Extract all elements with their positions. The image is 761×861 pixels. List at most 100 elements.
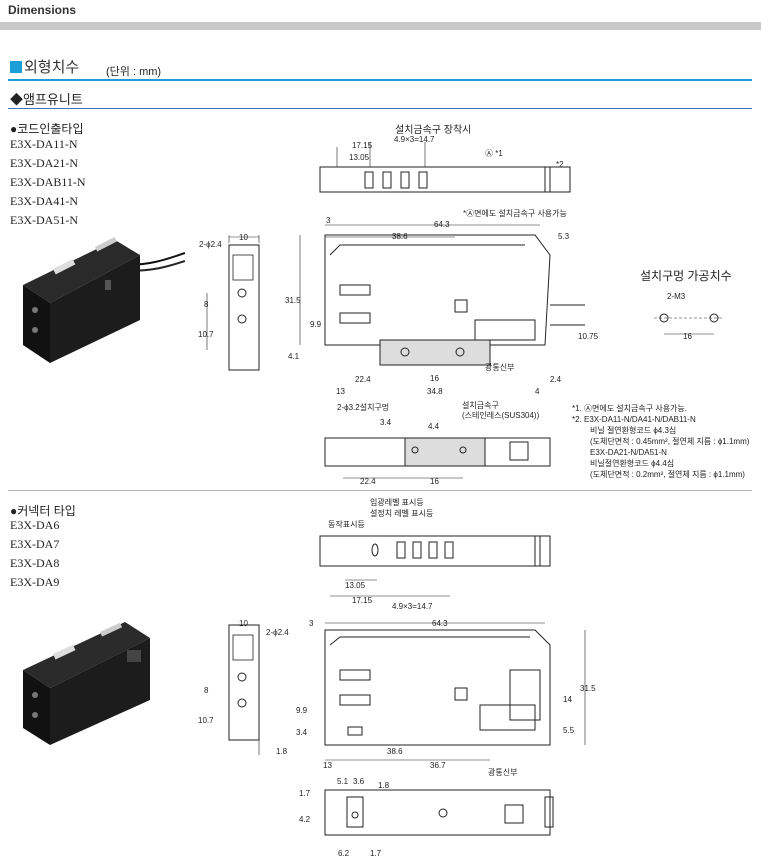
- dim-label: 10.7: [198, 330, 214, 339]
- model-item: E3X-DA6: [10, 518, 60, 532]
- label-lamps-1: 입광레벨 표시등: [370, 498, 424, 507]
- dim-label: 13: [336, 387, 345, 396]
- dim-label: 38.6: [392, 232, 408, 241]
- model-item: E3X-DA41-N: [10, 194, 78, 208]
- dim-label: 8: [204, 686, 209, 695]
- section-title-text: 외형치수: [24, 59, 80, 76]
- label-lamps-2: 설정치 레벨 표시등: [370, 509, 434, 518]
- dim-label: 13.05: [349, 153, 370, 162]
- dim-label: 5.1: [337, 777, 349, 786]
- mount-hole-drawing: [654, 313, 724, 335]
- dim-label: 22.4: [360, 477, 376, 486]
- dim-label: 4.9×3=14.7: [394, 135, 435, 144]
- dim-label: 3.6: [353, 777, 365, 786]
- mount-hole-pitch: 16: [683, 332, 692, 341]
- label-bracket-attached: 설치금속구 장착시: [395, 125, 472, 136]
- dim-label: 6.2: [338, 849, 350, 858]
- note-line: (도체단면적 : 0.2mm², 절연체 지름 : ϕ1.1mm): [590, 470, 745, 479]
- dim-label: 5.3: [558, 232, 570, 241]
- label-star2: *2: [556, 160, 564, 169]
- group1-title: ●코드인출타입: [10, 122, 84, 136]
- subsection-title: ◆앰프유니트: [10, 92, 83, 107]
- note-line: *1. Ⓐ면에도 설치금속구 사용가능.: [572, 404, 687, 413]
- dim-label: 17.15: [352, 141, 373, 150]
- dim-label: 4.1: [288, 352, 300, 361]
- label-operation-lamp: 동작표시등: [328, 520, 365, 529]
- section-divider: [8, 79, 752, 81]
- dim-label: 3.4: [380, 418, 392, 427]
- mount-hole-spec: 2-M3: [667, 292, 686, 301]
- label-optical-axis-2: 광통신부: [488, 768, 518, 777]
- dim-label: 1.7: [370, 849, 382, 858]
- group1-model-list: E3X-DA11-N E3X-DA21-N E3X-DAB11-N E3X-DA…: [10, 135, 86, 230]
- dim-label: 2-ϕ2.4: [199, 240, 222, 249]
- label-a-mark: Ⓐ *1: [485, 149, 503, 158]
- side-view-top: [299, 224, 585, 366]
- header-title: Dimensions: [8, 3, 77, 17]
- end-view-top: [206, 235, 260, 371]
- dim-label: 3: [326, 216, 331, 225]
- dim-label: 1.7: [299, 789, 311, 798]
- product-photo-cable: [23, 237, 185, 363]
- dim-label: 22.4: [355, 375, 371, 384]
- section-title: 외형치수: [10, 56, 79, 77]
- dim-label: 13.05: [345, 581, 366, 590]
- dim-label: 4: [535, 387, 540, 396]
- model-item: E3X-DA9: [10, 575, 60, 589]
- product-photo-connector: [23, 622, 150, 745]
- dim-label: 13: [323, 761, 332, 770]
- dim-label: 8: [204, 300, 209, 309]
- dim-label: 17.15: [352, 596, 373, 605]
- bottom-view-top: [324, 437, 551, 479]
- dim-label: 9.9: [296, 706, 308, 715]
- note-line: *2. E3X-DA11-N/DA41-N/DAB11-N: [572, 415, 696, 424]
- dim-label: 31.5: [285, 296, 301, 305]
- model-item: E3X-DA8: [10, 556, 60, 570]
- notes-block: *1. Ⓐ면에도 설치금속구 사용가능. *2. E3X-DA11-N/DA41…: [572, 403, 749, 480]
- model-item: E3X-DAB11-N: [10, 175, 86, 189]
- top-view-bracket: [319, 142, 571, 193]
- dim-label: 5.5: [563, 726, 575, 735]
- dim-label: 38.6: [387, 747, 403, 756]
- dim-label: 9.9: [310, 320, 322, 329]
- dim-label: 10: [239, 233, 248, 242]
- dim-label: 4.4: [428, 422, 440, 431]
- header-bar: [0, 22, 761, 30]
- dim-label: 16: [430, 477, 439, 486]
- dim-label: 14: [563, 695, 572, 704]
- note-line: 비닐 절연환형코드 ϕ4.3심: [590, 426, 677, 435]
- mount-hole-title: 설치구멍 가공치수: [640, 269, 732, 283]
- label-note-a: *Ⓐ면에도 설치금속구 사용가능: [463, 209, 567, 218]
- section-unit: (단위 : mm): [106, 66, 162, 78]
- dim-label: 4.2: [299, 815, 311, 824]
- group-separator: [8, 490, 752, 491]
- dim-label: 10: [239, 619, 248, 628]
- model-item: E3X-DA51-N: [10, 213, 78, 227]
- dim-label: 4.9×3=14.7: [392, 602, 433, 611]
- dim-label: 3.4: [296, 728, 308, 737]
- note-line: (도체단면적 : 0.45mm², 절연체 지름 : ϕ1.1mm): [590, 437, 750, 446]
- top-view-connector: [319, 535, 551, 597]
- note-line: 비닐절연환형코드 ϕ4.4심: [590, 459, 675, 468]
- dim-label: 36.7: [430, 761, 446, 770]
- dim-label: 1.8: [378, 781, 390, 790]
- group2-title: ●커넥터 타입: [10, 504, 76, 518]
- dim-label: 16: [430, 374, 439, 383]
- model-item: E3X-DA11-N: [10, 137, 78, 151]
- bottom-view-bottom: [324, 789, 554, 836]
- dim-label: 1.8: [276, 747, 288, 756]
- dim-label: 10.75: [578, 332, 599, 341]
- end-view-bottom: [228, 624, 260, 755]
- label-bracket: 설치금속구: [462, 401, 499, 410]
- group2-model-list: E3X-DA6 E3X-DA7 E3X-DA8 E3X-DA9: [10, 516, 59, 592]
- dim-label: 64.3: [434, 220, 450, 229]
- subsection-divider: [8, 108, 752, 109]
- dim-label: 3: [309, 619, 314, 628]
- dim-label: 10.7: [198, 716, 214, 725]
- square-icon: [10, 61, 22, 73]
- label-bracket-sus: (스테인레스(SUS304)): [462, 411, 540, 420]
- label-hole-32: 2-ϕ3.2설치구멍: [337, 403, 390, 412]
- dim-label: 34.8: [427, 387, 443, 396]
- dim-label: 31.5: [580, 684, 596, 693]
- dim-label: 2.4: [550, 375, 562, 384]
